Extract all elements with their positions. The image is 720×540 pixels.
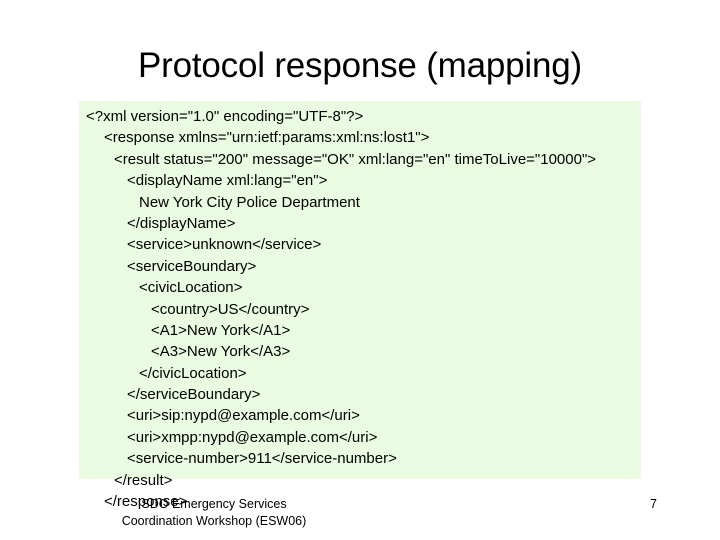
code-line: <serviceBoundary> [127,257,257,275]
code-line: </civicLocation> [139,364,247,382]
footer: SDO Emergency Services Coordination Work… [64,496,364,530]
code-line: <result status="200" message="OK" xml:la… [114,150,597,168]
page-number: 7 [650,497,657,511]
xml-code-panel: <?xml version="1.0" encoding="UTF-8"?> <r… [79,101,641,510]
code-line: <uri>xmpp:nypd@example.com</uri> [127,428,378,446]
footer-line-2: Coordination Workshop (ESW06) [121,514,307,528]
page-title: Protocol response (mapping) [138,46,582,85]
code-line: <service-number>911</service-number> [127,450,397,468]
code-line: <civicLocation> [139,279,243,297]
code-line: <response xmlns="urn:ietf:params:xml:ns:… [104,129,430,147]
code-line: <displayName xml:lang="en"> [127,172,328,190]
xml-code-listing: <?xml version="1.0" encoding="UTF-8"?> <r… [79,106,641,512]
code-line: </result> [114,471,173,489]
code-line: </response> [104,493,188,511]
code-line: <uri>sip:nypd@example.com</uri> [127,407,360,425]
code-line: </serviceBoundary> [127,386,261,404]
code-line: <country>US</country> [151,300,310,318]
code-line: New York City Police Department [139,193,360,211]
code-line: <A3>New York</A3> [151,343,291,361]
code-line: <?xml version="1.0" encoding="UTF-8"?> [86,108,364,125]
footer-line-1: SDO Emergency Services [141,497,287,511]
code-line: </displayName> [127,214,236,232]
code-line: <service>unknown</service> [127,236,322,254]
code-line: <A1>New York</A1> [151,321,291,339]
